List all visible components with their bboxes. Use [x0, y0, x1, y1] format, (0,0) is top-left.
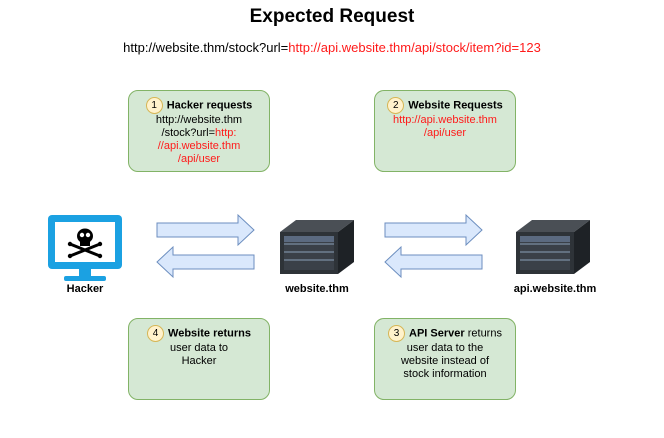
step-1-badge: 1 — [145, 97, 163, 114]
step-3-title: API Server — [409, 327, 465, 340]
url-highlight: http://api.website.thm/api/stock/item?id… — [288, 40, 541, 55]
step-4-line-1: user data to — [169, 342, 229, 354]
diagram-title: Expected Request — [249, 6, 415, 27]
step-3-title-rest: returns — [464, 327, 502, 340]
hacker-label: Hacker — [66, 283, 104, 295]
step-2-line-2: /api/user — [423, 127, 467, 139]
step-1-title: Hacker requests — [166, 99, 253, 112]
website-label: website.thm — [285, 283, 349, 295]
step-4-line-2: Hacker — [181, 355, 217, 367]
url-prefix: http://website.thm/stock?url= — [123, 40, 289, 55]
step-2-line-1: http://api.website.thm — [393, 114, 497, 126]
step-3-line-1: user data to the — [406, 342, 484, 354]
website-server-icon — [280, 220, 354, 274]
api-server-icon — [516, 220, 590, 274]
step-4-title: Website returns — [168, 327, 251, 340]
step-1-line-2-red: http: — [215, 127, 237, 139]
step-3-badge: 3 — [388, 325, 406, 342]
step-2-badge: 2 — [387, 97, 405, 114]
step-1-line-3: //api.website.thm — [157, 140, 241, 152]
monitor-skull-icon — [48, 215, 122, 281]
step-1-line-2: /stock?url=http: — [135, 127, 263, 140]
arrow-website-to-api — [384, 213, 483, 247]
api-label: api.website.thm — [513, 283, 597, 295]
step-3-line-2: website instead of — [400, 355, 490, 367]
arrow-hacker-to-website — [156, 213, 255, 247]
step-1-line-1: http://website.thm — [155, 114, 243, 126]
step-2-title: Website Requests — [408, 99, 503, 112]
step-3-line-3: stock information — [403, 368, 487, 380]
arrow-website-to-hacker — [156, 245, 255, 279]
arrow-api-to-website — [384, 245, 483, 279]
expected-url: http://website.thm/stock?url=http://api.… — [0, 40, 664, 55]
step-4-badge: 4 — [147, 325, 165, 342]
step-1-line-2-prefix: /stock?url= — [161, 127, 216, 139]
step-1-line-4: /api/user — [177, 153, 221, 165]
